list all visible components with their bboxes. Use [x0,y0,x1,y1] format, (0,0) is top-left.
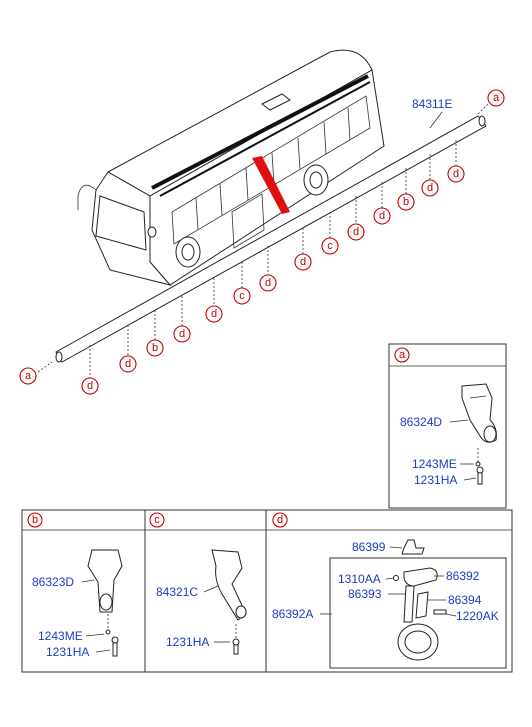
panel-d-callout: d [272,512,288,528]
panel-c-callout: c [149,512,165,528]
callout-c: c [233,287,251,305]
part-number-1310AA: 1310AA [338,572,381,586]
svg-text:d: d [179,328,185,340]
part-number-86399: 86399 [352,540,386,554]
panel-a-callout: a [394,347,410,363]
part-number-1231HA: 1231HA [414,473,457,487]
svg-text:c: c [327,240,333,252]
callout-d: d [421,179,439,197]
part-number-86392A: 86392A [272,607,313,621]
svg-text:c: c [239,290,245,302]
part-number-86393: 86393 [348,587,382,601]
svg-text:a: a [493,92,500,104]
part-number-86323D: 86323D [32,575,74,589]
bus-illustration [77,49,385,286]
part-number-86324D: 86324D [400,415,442,429]
svg-text:b: b [32,514,38,526]
callout-d: d [119,355,137,373]
callout-d: d [173,325,191,343]
svg-text:b: b [152,342,158,354]
svg-text:d: d [427,182,433,194]
callout-d: d [447,165,465,183]
side-rail-84311E [55,115,487,363]
panel-b: b 86323D 1243ME 1231HA [21,509,146,673]
svg-text:d: d [277,514,283,526]
callout-d: d [294,253,312,271]
svg-text:d: d [87,380,93,392]
svg-text:c: c [154,514,160,526]
panel-b-callout: b [27,512,43,528]
callout-a-right: a [487,89,505,107]
panel-a: a 86324D 1243ME 1231HA [388,343,507,509]
panel-d: d 86399 1310AA 86392 86393 86394 1220AK … [265,509,513,673]
callout-b: b [146,339,164,357]
rail-callout-leaders [37,103,489,380]
svg-text:a: a [25,370,32,382]
callout-d: d [373,207,391,225]
part-number-84321C: 84321C [156,585,198,599]
part-number-86392: 86392 [446,569,480,583]
svg-text:d: d [125,358,131,370]
rail-callouts: a d d b d d c d d d c d d d b a [19,89,505,395]
callout-d: d [259,274,277,292]
callout-a-left: a [19,367,37,385]
svg-text:d: d [211,308,217,320]
callout-d: d [205,305,223,323]
part-number-84311E: 84311E [412,97,452,111]
callout-d: d [81,377,99,395]
svg-text:d: d [379,210,385,222]
svg-text:d: d [353,226,359,238]
callout-d: d [347,223,365,241]
callout-b: b [397,193,415,211]
part-number-1220AK: 1220AK [456,609,499,623]
part-number-1231HA: 1231HA [46,645,89,659]
panel-c: c 84321C 1231HA [144,509,267,673]
part-number-1243ME: 1243ME [412,457,457,471]
callout-c: c [321,237,339,255]
part-number-86394: 86394 [448,593,482,607]
svg-text:d: d [300,256,306,268]
svg-text:a: a [399,349,406,361]
svg-text:b: b [403,196,409,208]
part-number-1243ME: 1243ME [38,629,83,643]
svg-text:d: d [265,277,271,289]
svg-text:d: d [453,168,459,180]
part-number-1231HA: 1231HA [166,635,209,649]
